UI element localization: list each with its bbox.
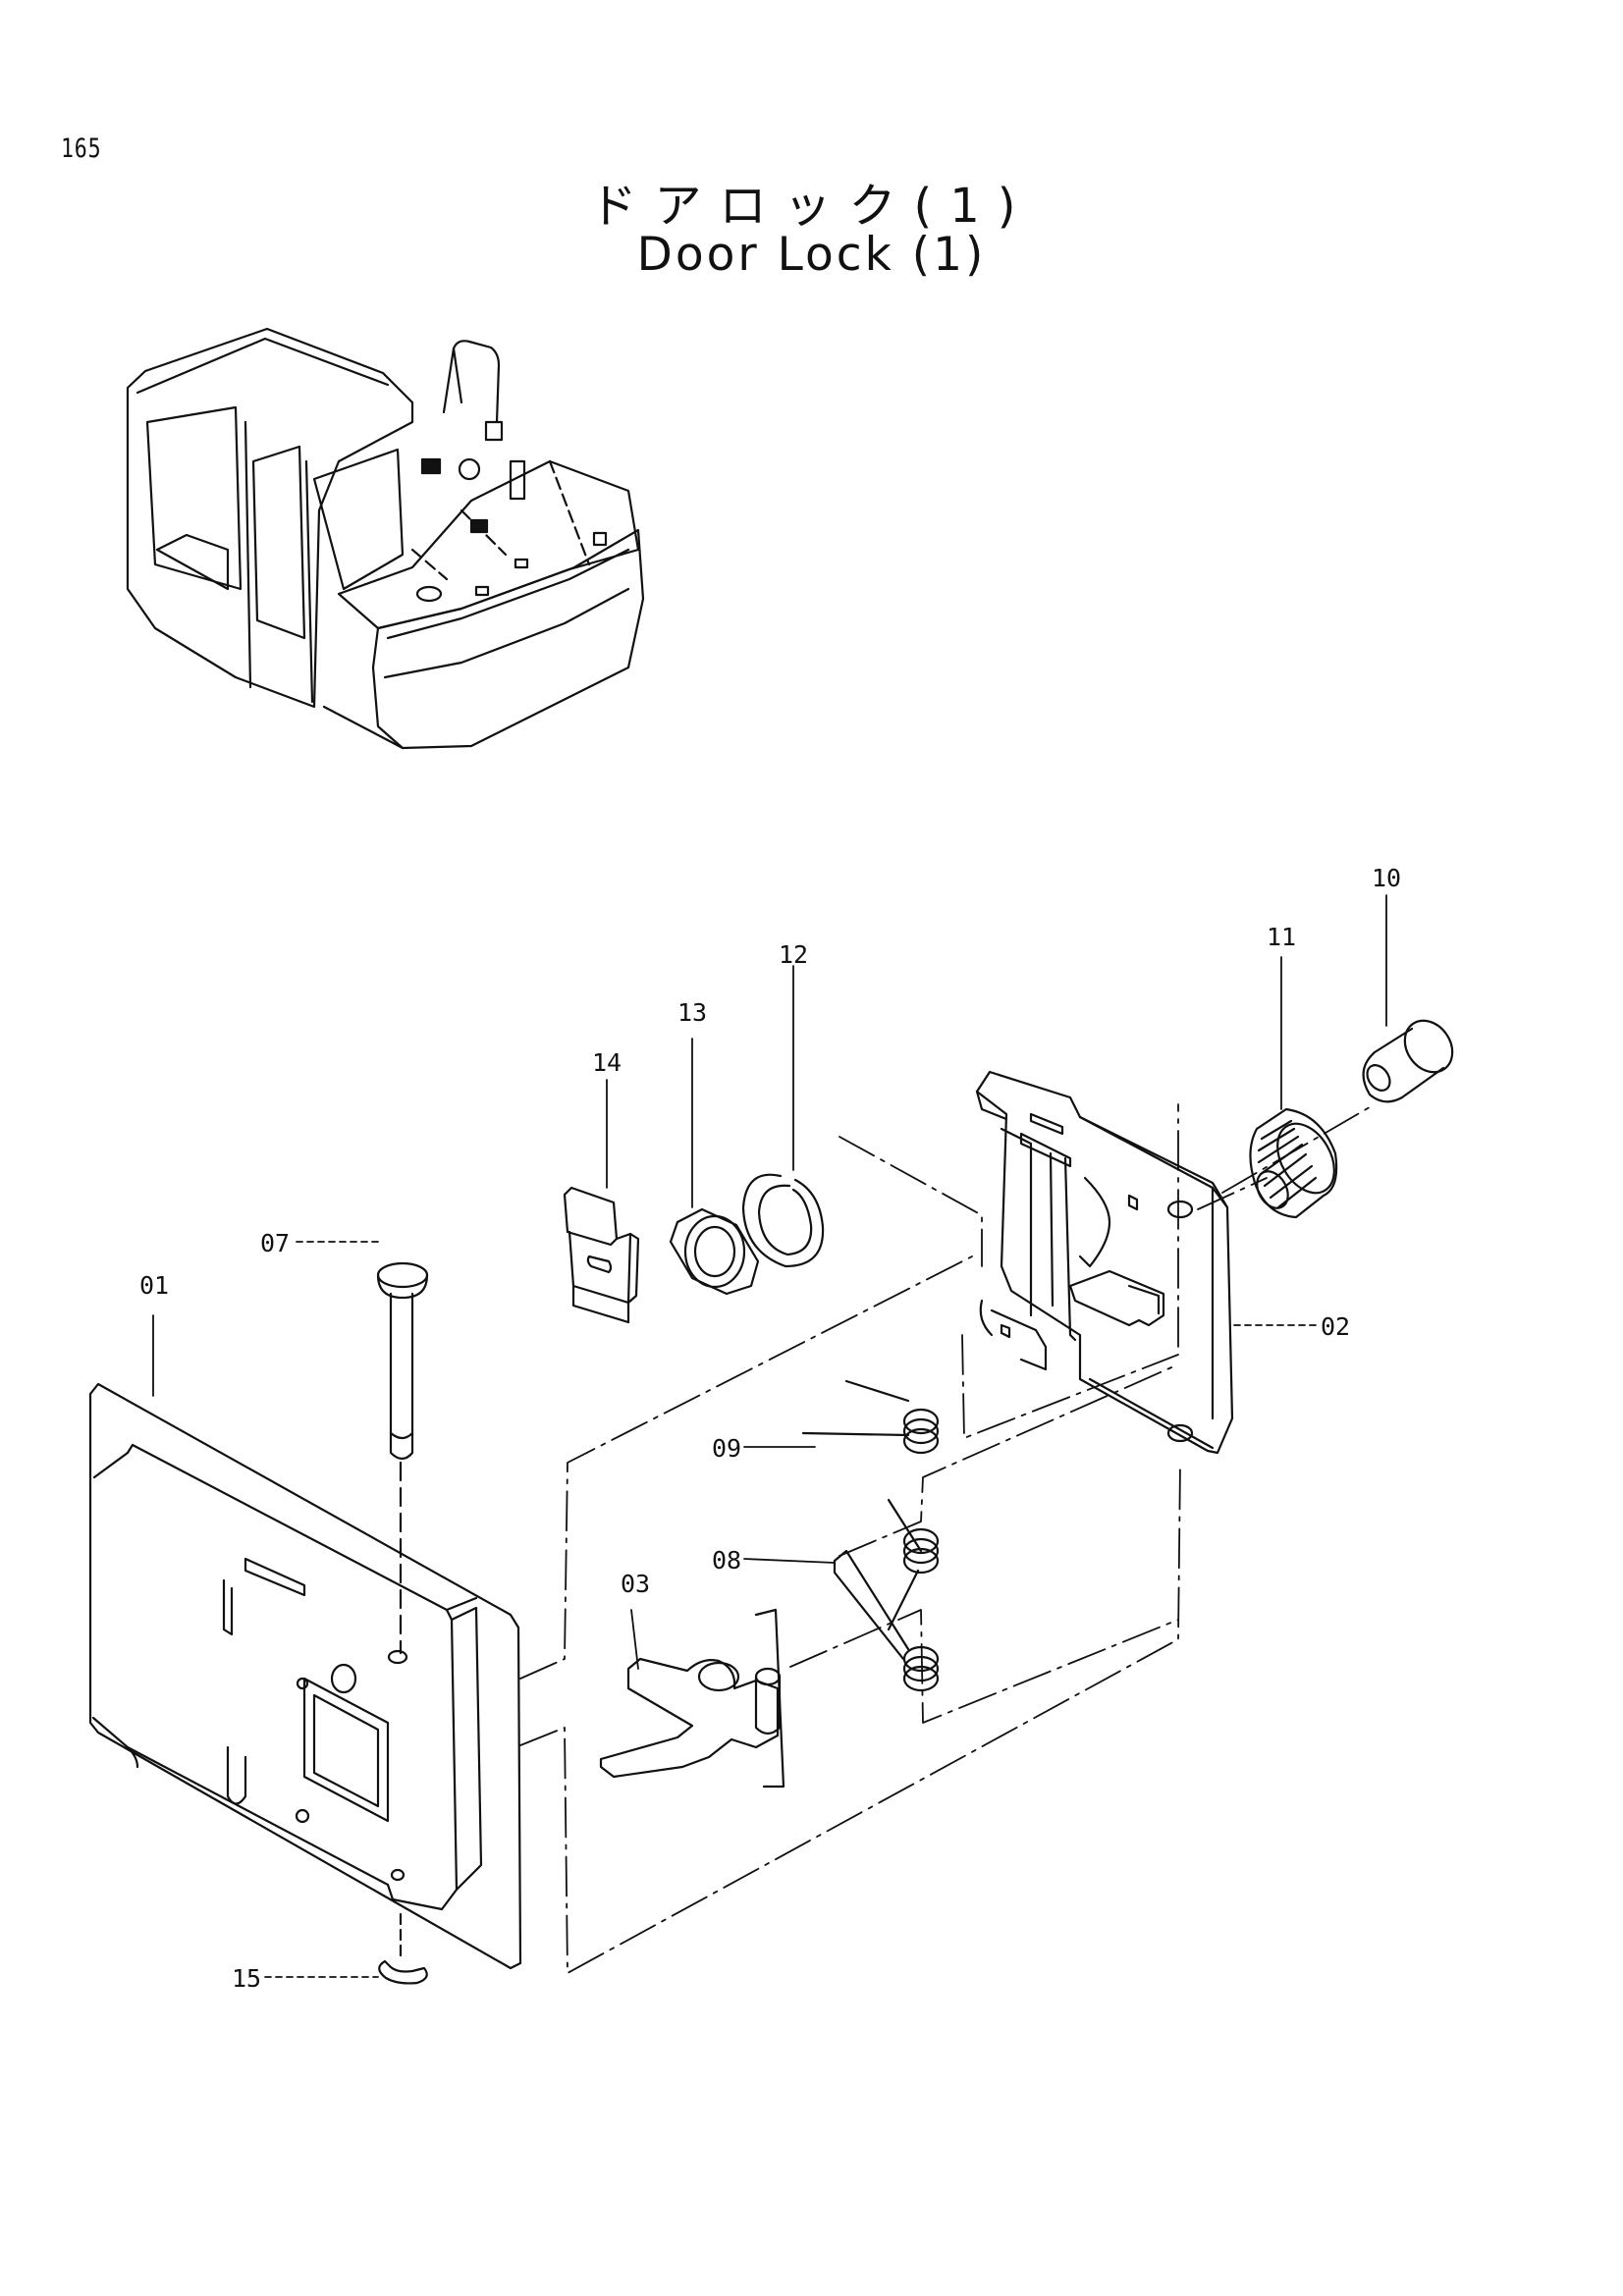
assembly-lines bbox=[519, 1103, 1376, 1974]
callout-labels: 01 02 03 07 08 09 10 11 12 13 14 15 bbox=[139, 864, 1401, 1993]
callout-09: 09 bbox=[712, 1434, 741, 1463]
callout-07: 07 bbox=[260, 1229, 290, 1257]
part-02-bracket bbox=[975, 1070, 1234, 1455]
part-03-lever bbox=[599, 1608, 785, 1789]
part-12-ring bbox=[741, 1173, 825, 1268]
callout-10: 10 bbox=[1372, 864, 1401, 892]
part-10-pin bbox=[1362, 1019, 1454, 1103]
excavator-overview-illustration bbox=[126, 327, 645, 750]
callout-03: 03 bbox=[621, 1570, 650, 1598]
callout-14: 14 bbox=[592, 1048, 622, 1077]
title-english: Door Lock (1) bbox=[636, 228, 987, 282]
part-13-nut bbox=[669, 1207, 760, 1296]
callout-02: 02 bbox=[1321, 1312, 1350, 1341]
callout-15: 15 bbox=[232, 1964, 261, 1993]
part-15-snap-ring bbox=[378, 1912, 428, 1985]
part-09-spring bbox=[801, 1379, 940, 1455]
callout-13: 13 bbox=[677, 998, 707, 1027]
page-number: 165 bbox=[61, 133, 102, 164]
callout-01: 01 bbox=[139, 1271, 169, 1300]
leader-lines bbox=[152, 894, 1387, 1978]
part-11-bushing bbox=[1249, 1107, 1338, 1219]
part-08-spring bbox=[833, 1498, 940, 1692]
callout-08: 08 bbox=[712, 1546, 741, 1575]
part-07-pin bbox=[376, 1261, 429, 1655]
callout-12: 12 bbox=[779, 940, 808, 969]
part-01-cover-plate bbox=[88, 1382, 522, 1970]
callout-11: 11 bbox=[1267, 923, 1296, 951]
part-14-plate bbox=[563, 1186, 640, 1324]
title-japanese: ドアロック(1) bbox=[589, 179, 1034, 234]
